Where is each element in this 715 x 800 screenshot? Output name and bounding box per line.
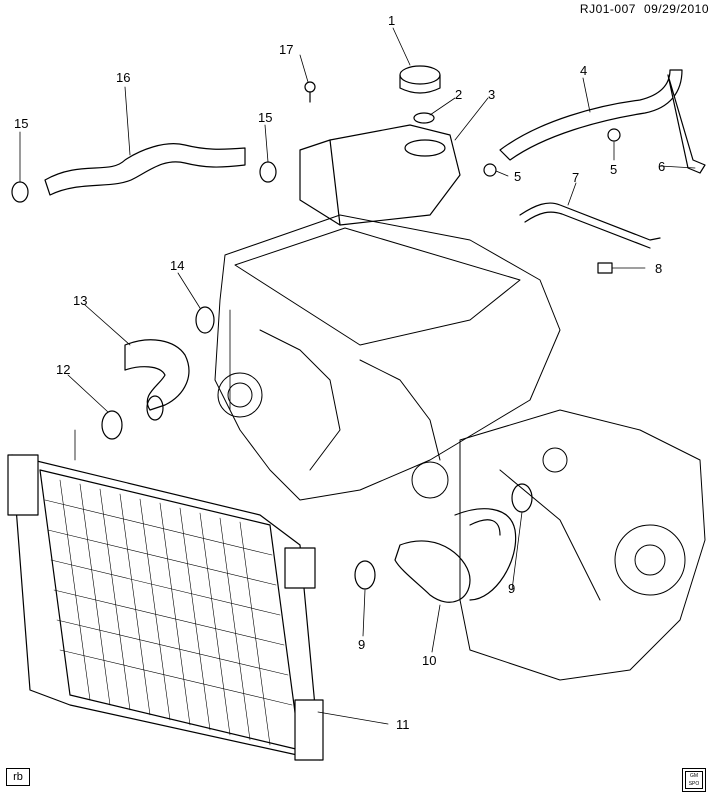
hose-clamp-5-left [483, 163, 497, 177]
diagram-code: RJ01-007 [579, 2, 636, 16]
engine [214, 214, 568, 501]
bolt-17 [304, 81, 316, 103]
coolant-surge-tank [299, 124, 461, 226]
hose-clamp-15-left [11, 181, 29, 203]
callout-4: 4 [580, 63, 588, 78]
callout-10: 10 [422, 653, 437, 668]
callout-11: 11 [396, 717, 410, 732]
callout-15-right: 15 [258, 110, 273, 125]
illustrator-initials: rb [6, 768, 30, 786]
surge-tank-cap [399, 65, 441, 94]
callout-9-left: 9 [358, 637, 366, 652]
hose-clamp-5-right [607, 128, 621, 142]
tie-strap [667, 74, 706, 174]
callout-6: 6 [658, 159, 666, 174]
hose-clamp-15-right [259, 161, 277, 183]
callout-17: 17 [279, 42, 294, 57]
clip-8 [597, 262, 613, 274]
callout-14: 14 [170, 258, 185, 273]
callout-9-right: 9 [508, 581, 516, 596]
hose-clamp-9-left [354, 560, 376, 590]
diagram-date: 09/29/2010 [643, 2, 709, 16]
surge-tank-outlet-hose [499, 69, 683, 161]
callout-15-left: 15 [14, 116, 29, 131]
lower-radiator-hose [394, 508, 517, 603]
diagram-header: RJ01-007 09/29/2010 [572, 2, 709, 16]
callout-7: 7 [572, 170, 580, 185]
callout-16: 16 [116, 70, 131, 85]
callout-8: 8 [655, 261, 663, 276]
upper-radiator-hose [124, 306, 215, 421]
surge-tank-inlet-hose [44, 143, 246, 196]
hose-clamp-12 [101, 410, 123, 440]
callout-1: 1 [388, 13, 396, 28]
callout-5-right: 5 [610, 162, 618, 177]
callout-3: 3 [488, 87, 496, 102]
coolant-pipe [519, 202, 661, 241]
callout-12: 12 [56, 362, 71, 377]
transaxle [459, 409, 706, 681]
callout-2: 2 [455, 87, 463, 102]
callout-13: 13 [73, 293, 88, 308]
callout-5-left: 5 [514, 169, 522, 184]
cap-seal [413, 112, 435, 124]
radiator [7, 454, 324, 761]
